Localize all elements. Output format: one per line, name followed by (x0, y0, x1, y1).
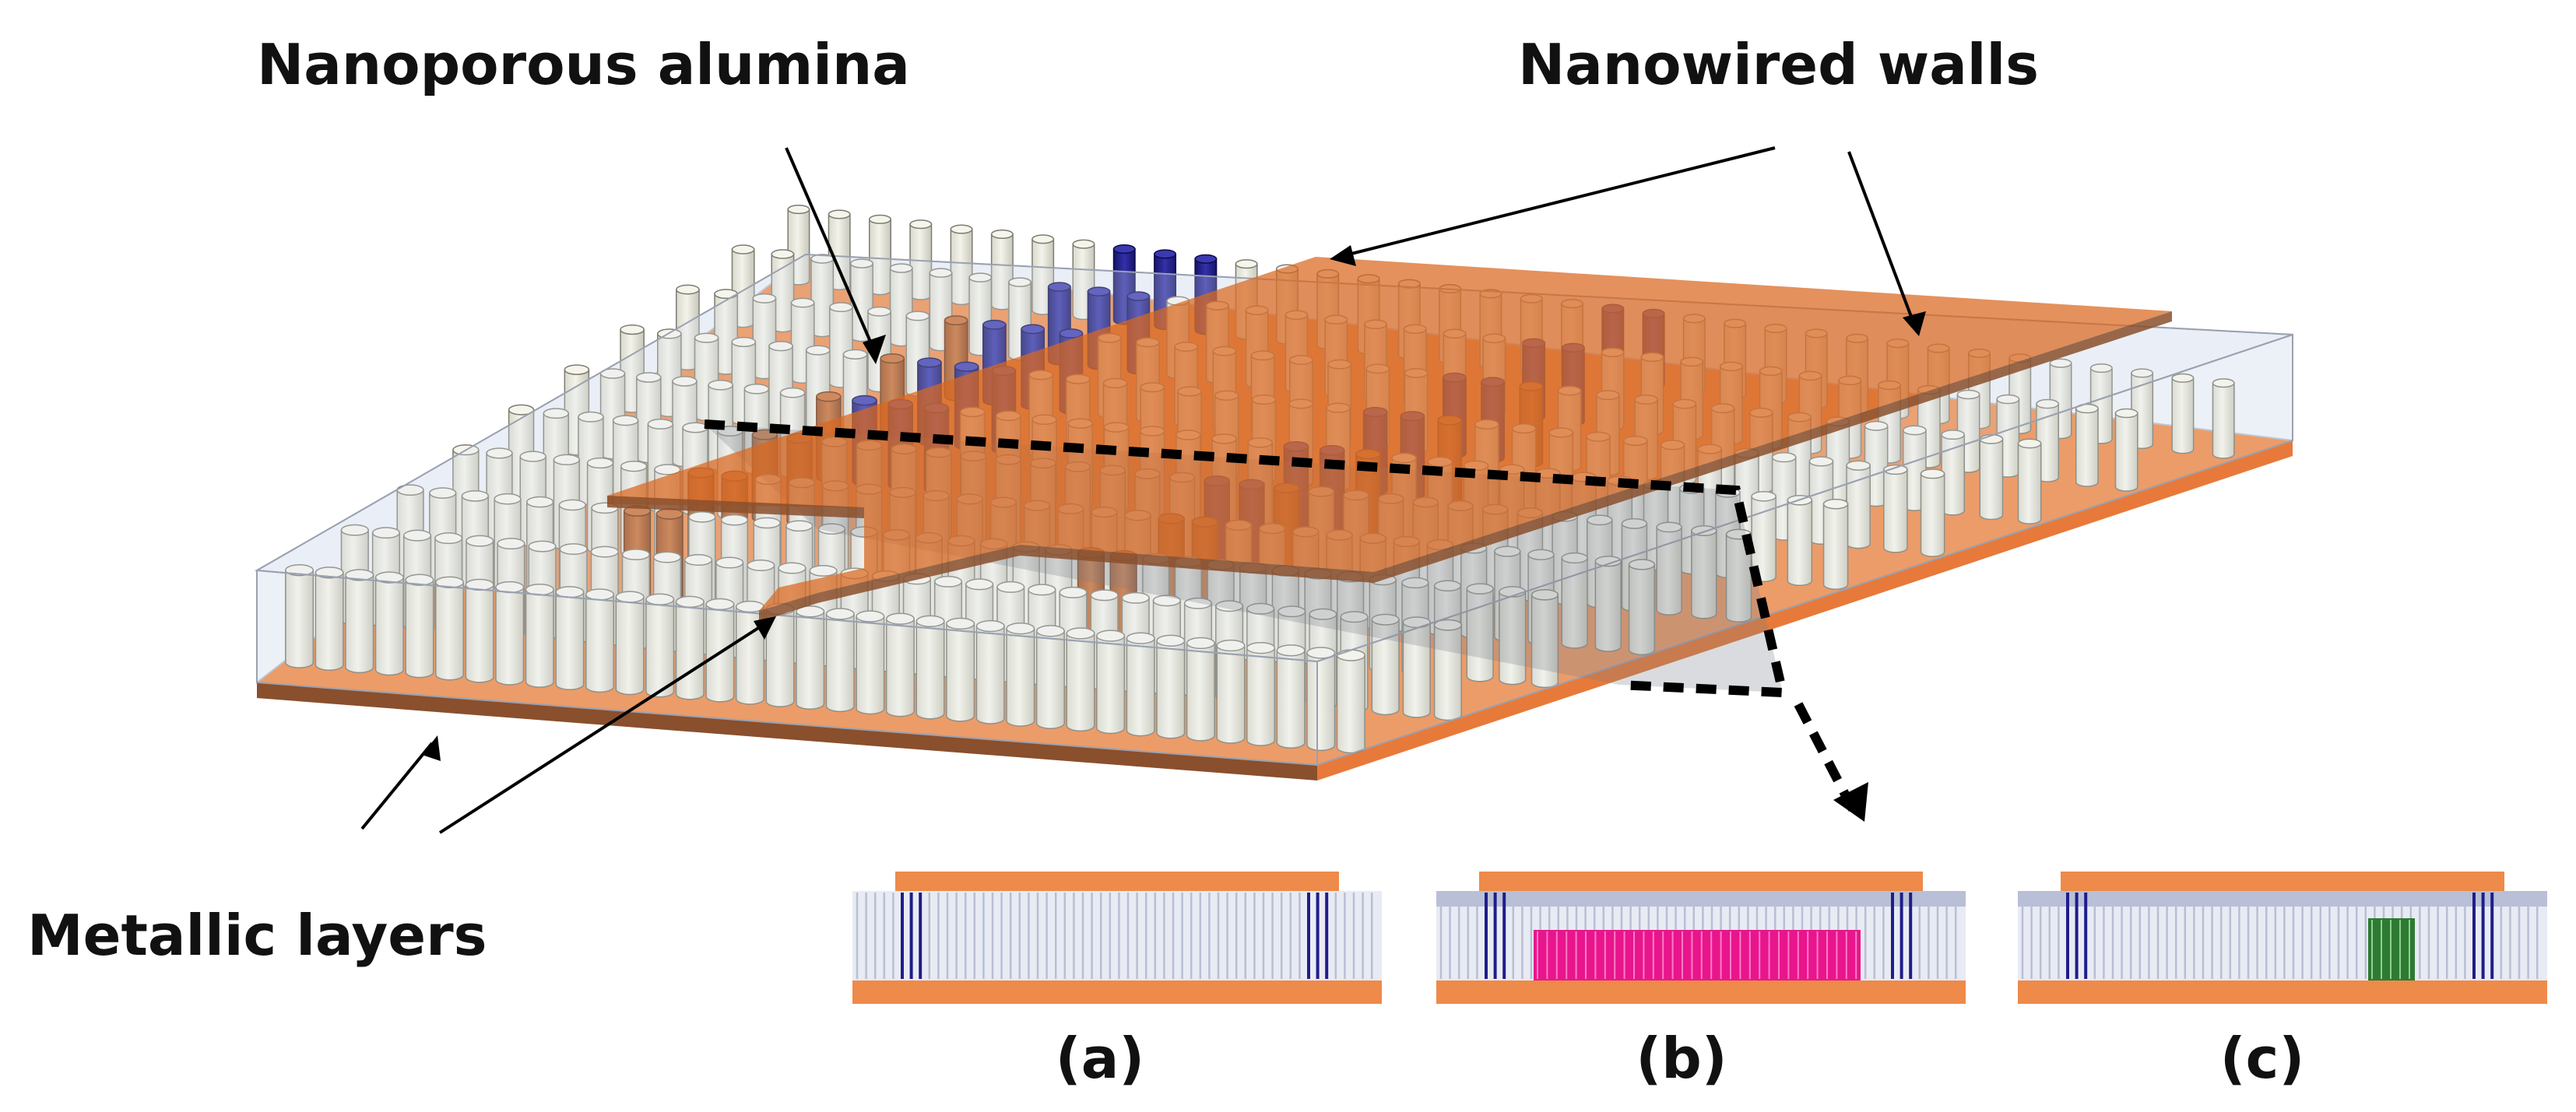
top-metal-layer (607, 257, 2172, 611)
annotations: Nanoporous alumina Nanowired walls Metal… (27, 32, 2039, 968)
arrowhead-walls-1 (1330, 245, 1356, 266)
zoom-arrow-line (1794, 702, 1857, 812)
top-electrode (895, 872, 1339, 891)
membrane-top-layer (1436, 891, 1966, 907)
alumina-pillar (990, 229, 1014, 310)
cross-section-panel-b (1436, 872, 1966, 1004)
pores (2021, 893, 2539, 979)
cross-section-panels (852, 872, 2547, 1004)
alumina-pillar (796, 605, 825, 710)
alumina-pillar (1216, 639, 1246, 744)
alumina-pillar (405, 574, 434, 679)
zoom-arrowhead (1833, 782, 1868, 822)
alumina-pillar (1006, 623, 1035, 727)
alumina-pillar (315, 567, 344, 671)
panel-b-label: (b) (1636, 1026, 1727, 1091)
bottom-electrode (852, 980, 1382, 1004)
alumina-pillar (2017, 438, 2042, 524)
alumina-pillar (1402, 616, 1431, 718)
bottom-electrode (2018, 980, 2547, 1004)
arrowhead-metal-2 (754, 616, 776, 640)
panel-a-label: (a) (1056, 1026, 1144, 1091)
alumina-pillar (2049, 358, 2072, 440)
top-electrode (1479, 872, 1923, 891)
membrane-top-layer (2018, 891, 2547, 907)
alumina-pillar (1466, 583, 1494, 682)
cross-section-panel-c (2018, 872, 2547, 1004)
pores (856, 893, 1373, 979)
cross-section-panel-a (852, 872, 1382, 1004)
alumina-pillar (1371, 613, 1400, 716)
alumina-pillar (1920, 468, 1945, 557)
alumina-pillar (1656, 521, 1682, 616)
alumina-pillar (1530, 589, 1559, 689)
alumina-pillar (825, 608, 855, 713)
alumina-pillar (1433, 619, 1462, 721)
alumina-pillar (1306, 647, 1336, 752)
alumina-box-right (1316, 333, 2293, 766)
membrane (852, 891, 1382, 980)
alumina-pillar (1035, 625, 1065, 729)
top-metal-layer-edge-left (607, 496, 864, 518)
alumina-pillar (1096, 630, 1126, 735)
alumina-pillar (1156, 634, 1186, 739)
alumina-pillar (2212, 378, 2235, 459)
alumina-pillar (374, 571, 404, 676)
arrow-metal-2 (438, 621, 768, 834)
alumina-pillar (585, 588, 615, 693)
bottom-electrode (1436, 980, 1966, 1004)
alumina-pillar (645, 593, 675, 698)
arrowhead-walls-2 (1903, 311, 1926, 336)
pink-nanowires (1534, 930, 1861, 980)
alumina-pillar (1126, 632, 1155, 737)
arrow-alumina (785, 147, 877, 355)
alumina-pillar (856, 610, 885, 715)
alumina-pillar (2075, 403, 2099, 487)
arrowhead-metal-1 (422, 735, 441, 761)
alumina-pillar (1883, 464, 1908, 553)
top-electrode (2061, 872, 2504, 891)
alumina-pillar (465, 578, 494, 683)
label-metallic-layers: Metallic layers (27, 903, 487, 968)
alumina-pillar (1628, 559, 1656, 656)
alumina-pillar (946, 617, 975, 722)
alumina-pillar (735, 600, 764, 705)
green-nanowires (2368, 918, 2415, 980)
alumina-pillar (2114, 408, 2138, 492)
alumina-pillar (1941, 430, 1965, 516)
bottom-metal-layer-front (257, 682, 1317, 781)
arrow-metal-1 (360, 742, 434, 830)
alumina-pillar (1276, 644, 1306, 749)
alumina-pillar (975, 619, 1005, 724)
alumina-pillar (1246, 642, 1276, 746)
alumina-pillar (1594, 556, 1622, 652)
alumina-pillar (495, 581, 525, 686)
alumina-pillar (1186, 637, 1215, 742)
cross-section-cut-line (704, 419, 1789, 698)
alumina-pillar (915, 615, 945, 720)
bottom-metal-layer-side (1317, 440, 2293, 781)
alumina-pillar (345, 569, 374, 674)
panel-c-label: (c) (2220, 1026, 2305, 1091)
label-nanoporous-alumina: Nanoporous alumina (257, 32, 910, 97)
alumina-pillar (1822, 498, 1849, 590)
label-nanowired-walls: Nanowired walls (1518, 32, 2039, 97)
alumina-pillar (285, 564, 315, 668)
alumina-pillar (1561, 552, 1588, 649)
device-3d (254, 204, 2293, 822)
alumina-pillar (1066, 627, 1095, 732)
arrow-walls-2 (1847, 151, 1917, 328)
alumina-pillar (555, 586, 585, 690)
alumina-pillar (885, 612, 915, 717)
arrow-walls-1 (1338, 146, 1776, 258)
alumina-pillar (615, 591, 645, 696)
alumina-pillar (2171, 373, 2195, 454)
arrowhead-alumina (863, 335, 886, 364)
alumina-pillar (434, 576, 465, 681)
